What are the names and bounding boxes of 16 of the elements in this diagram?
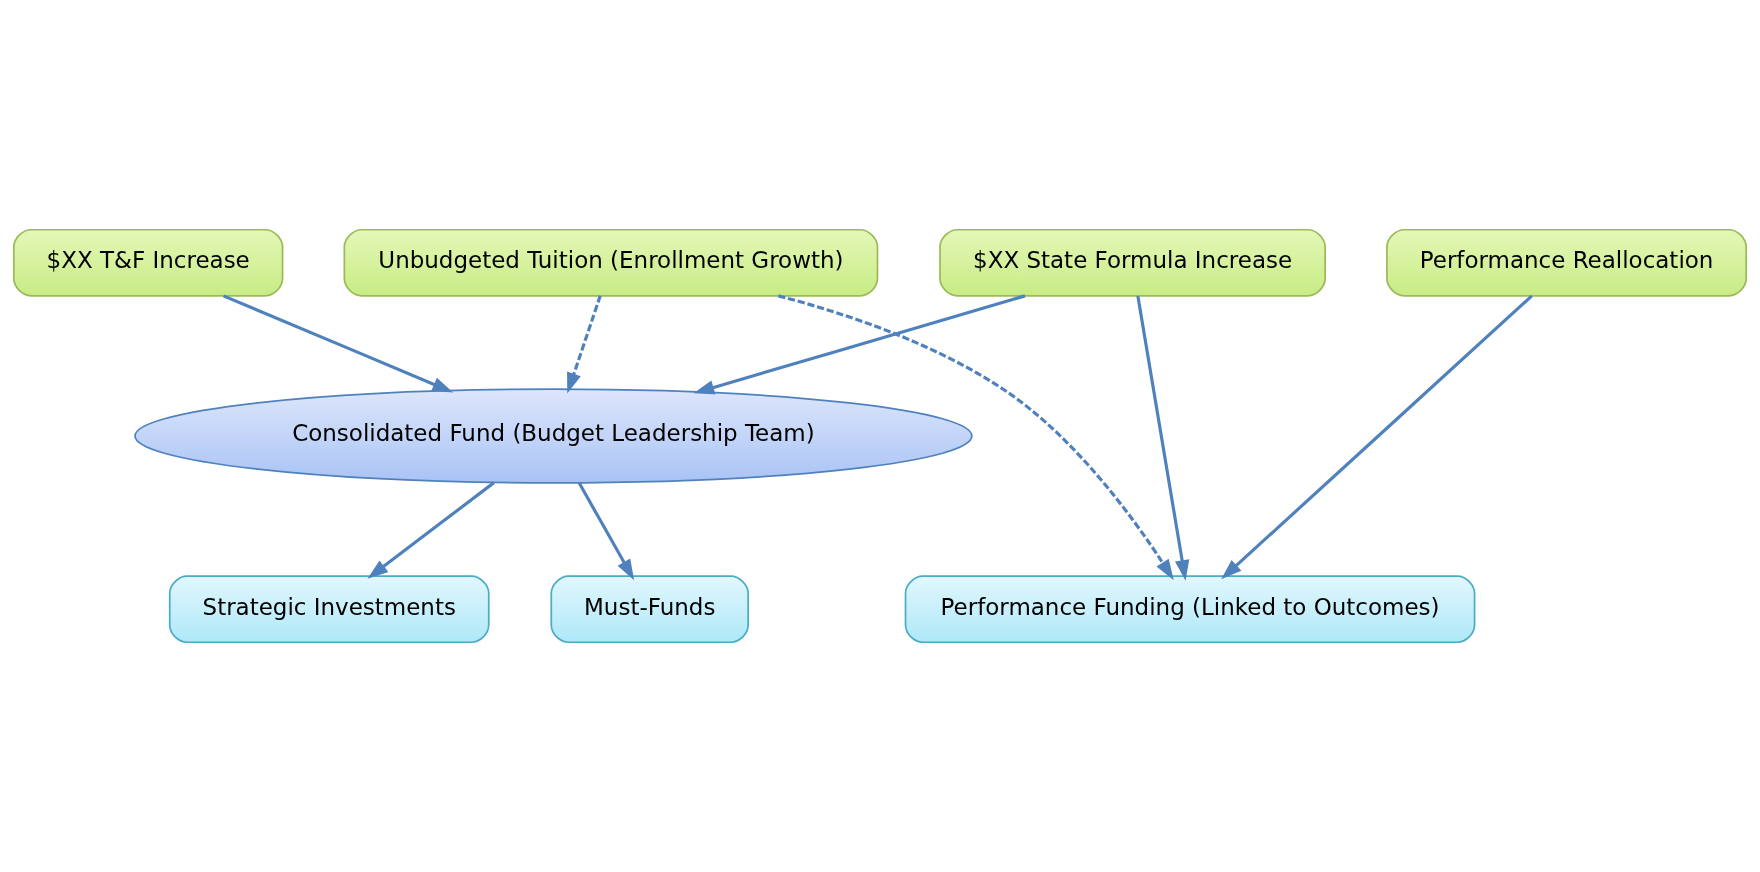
node-box: Must-Funds xyxy=(550,575,749,644)
node-box: Performance Funding (Linked to Outcomes) xyxy=(904,575,1476,644)
arrow xyxy=(222,294,454,393)
node-ellipse: Consolidated Fund (Budget Leadership Team) xyxy=(134,388,973,484)
arrow xyxy=(1136,295,1190,581)
node-box: Strategic Investments xyxy=(168,575,490,644)
arrow xyxy=(577,482,635,581)
node-box: $XX T&F Increase xyxy=(12,228,284,297)
arrow xyxy=(1221,294,1533,580)
arrow xyxy=(693,294,1026,395)
arrow xyxy=(367,481,495,579)
node-box: $XX State Formula Increase xyxy=(939,228,1326,297)
node-box: Performance Reallocation xyxy=(1386,228,1748,297)
arrow xyxy=(567,295,602,394)
node-box: Unbudgeted Tuition (Enrollment Growth) xyxy=(343,228,879,297)
arrow xyxy=(777,294,1174,581)
